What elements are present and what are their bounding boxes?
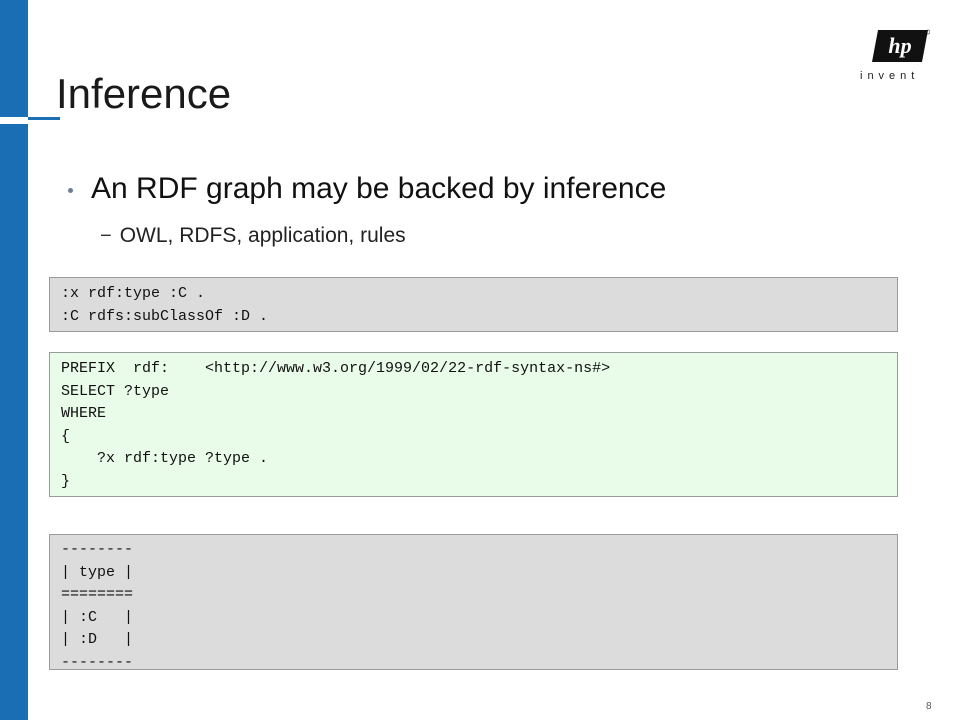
code-line: ======== xyxy=(61,586,134,603)
code-line: | type | xyxy=(61,563,134,581)
rdf-data-code-block: :x rdf:type :C . :C rdfs:subClassOf :D . xyxy=(49,277,898,332)
code-line: | :D | xyxy=(61,631,134,648)
left-accent-bar-bottom xyxy=(0,124,28,720)
code-line: { xyxy=(61,427,71,445)
code-line: PREFIX rdf: <http://www.w3.org/1999/02/2… xyxy=(61,360,611,377)
dash-icon: − xyxy=(100,224,112,247)
hp-logo-brand: hp xyxy=(888,33,911,58)
query-result-code-block: -------- | type | ======== | :C | | :D |… xyxy=(49,534,898,671)
page-number: 8 xyxy=(926,701,932,712)
code-line: -------- xyxy=(61,653,134,671)
bullet-item: An RDF graph may be backed by inference xyxy=(68,172,666,206)
code-line: -------- xyxy=(61,541,134,558)
bullet-dot-icon xyxy=(68,187,73,193)
sub-bullet-text: OWL, RDFS, application, rules xyxy=(119,224,406,247)
code-line: WHERE xyxy=(61,405,107,422)
code-line: ?x rdf:type ?type . xyxy=(61,450,269,467)
slide-title: Inference xyxy=(56,70,232,117)
sparql-query-code-block: PREFIX rdf: <http://www.w3.org/1999/02/2… xyxy=(49,352,898,497)
left-accent-bar-top xyxy=(0,0,28,117)
code-line: | :C | xyxy=(61,608,134,626)
hp-logo: hp invent xyxy=(856,22,946,88)
code-line: :x rdf:type :C . xyxy=(61,285,206,302)
hp-logo-icon: hp xyxy=(872,29,930,62)
title-underline-accent xyxy=(28,117,60,120)
bullet-text: An RDF graph may be backed by inference xyxy=(91,172,667,205)
hp-logo-tagline: invent xyxy=(860,70,920,82)
left-accent-bar-gap xyxy=(0,117,28,124)
code-line: :C rdfs:subClassOf :D . xyxy=(61,307,269,325)
code-line: SELECT ?type xyxy=(61,382,170,400)
sub-bullet-item: − OWL, RDFS, application, rules xyxy=(100,224,406,248)
code-line: } xyxy=(61,472,71,490)
